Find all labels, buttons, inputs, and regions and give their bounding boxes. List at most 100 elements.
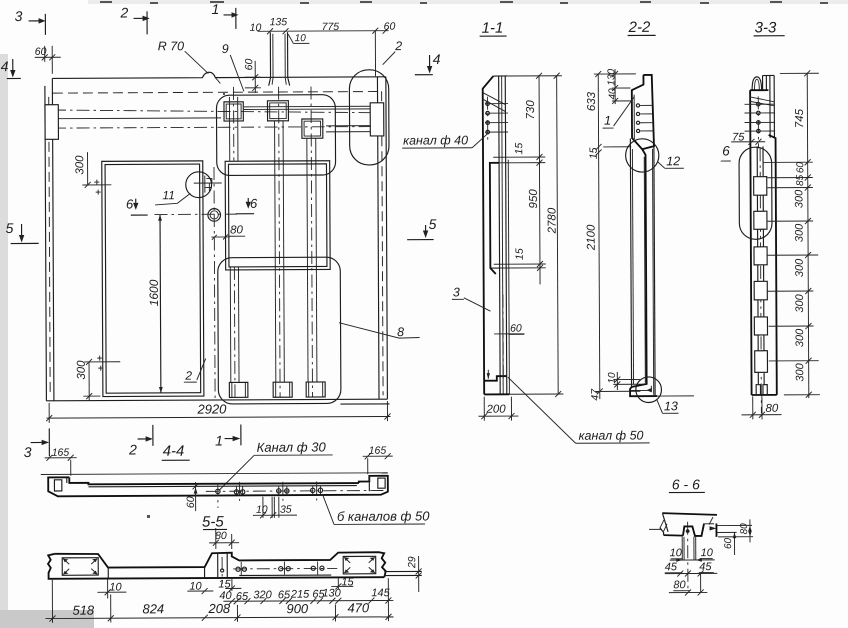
svg-text:165: 165 <box>52 447 70 459</box>
svg-text:R 70: R 70 <box>158 39 185 53</box>
svg-text:950: 950 <box>528 189 540 209</box>
svg-text:300: 300 <box>76 360 88 380</box>
svg-text:2100: 2100 <box>586 224 598 251</box>
svg-text:10: 10 <box>701 547 714 559</box>
svg-text:470: 470 <box>347 600 370 615</box>
svg-text:85: 85 <box>795 174 806 186</box>
svg-text:165: 165 <box>369 445 387 457</box>
svg-text:6: 6 <box>126 196 134 211</box>
svg-text:824: 824 <box>142 601 164 616</box>
svg-text:145: 145 <box>371 587 390 599</box>
svg-text:300: 300 <box>794 328 806 347</box>
svg-text:1: 1 <box>211 1 219 17</box>
svg-text:130: 130 <box>322 587 341 599</box>
svg-text:300: 300 <box>74 155 86 175</box>
svg-text:10: 10 <box>189 581 202 593</box>
svg-text:300: 300 <box>794 258 806 277</box>
svg-text:15: 15 <box>341 576 354 588</box>
svg-text:3: 3 <box>14 8 22 24</box>
svg-text:2: 2 <box>184 369 192 383</box>
svg-text:10: 10 <box>607 372 618 384</box>
svg-text:1-1: 1-1 <box>482 20 504 37</box>
svg-text:60: 60 <box>795 162 806 174</box>
svg-text:215: 215 <box>290 589 310 601</box>
svg-text:65: 65 <box>236 591 249 603</box>
svg-text:633: 633 <box>586 91 598 111</box>
svg-text:4: 4 <box>1 58 9 74</box>
svg-text:208: 208 <box>207 601 231 616</box>
svg-text:730: 730 <box>525 100 537 120</box>
svg-text:1: 1 <box>215 432 223 448</box>
svg-text:65: 65 <box>278 589 291 601</box>
svg-text:5: 5 <box>429 216 437 232</box>
svg-text:8: 8 <box>397 325 404 339</box>
svg-text:15: 15 <box>218 578 231 590</box>
svg-text:10: 10 <box>670 547 683 559</box>
svg-text:75: 75 <box>732 131 745 143</box>
svg-text:80: 80 <box>739 523 750 535</box>
svg-text:5-5: 5-5 <box>202 513 224 530</box>
svg-text:47: 47 <box>589 388 601 401</box>
svg-text:900: 900 <box>286 601 309 616</box>
svg-text:2-2: 2-2 <box>628 19 651 36</box>
svg-text:60: 60 <box>243 58 255 70</box>
svg-text:60: 60 <box>510 323 522 335</box>
svg-text:15: 15 <box>588 147 600 159</box>
svg-text:10: 10 <box>109 581 122 593</box>
svg-text:135: 135 <box>270 16 288 28</box>
svg-text:2780: 2780 <box>546 207 558 234</box>
svg-text:4: 4 <box>433 51 441 67</box>
svg-text:745: 745 <box>794 108 806 128</box>
svg-text:10: 10 <box>295 33 307 44</box>
svg-text:65: 65 <box>312 588 325 600</box>
svg-text:45: 45 <box>699 561 712 573</box>
svg-text:2: 2 <box>119 4 128 20</box>
svg-text:5: 5 <box>6 220 14 236</box>
svg-text:300: 300 <box>793 189 805 208</box>
svg-text:80: 80 <box>230 224 243 236</box>
svg-text:10: 10 <box>250 22 262 34</box>
svg-text:Канал ф 30: Канал ф 30 <box>257 439 327 454</box>
svg-text:300: 300 <box>794 223 806 242</box>
svg-text:29: 29 <box>406 556 418 569</box>
svg-text:б каналов ф 50: б каналов ф 50 <box>337 508 430 523</box>
svg-text:320: 320 <box>253 589 272 601</box>
svg-text:9: 9 <box>222 42 229 56</box>
svg-text:200: 200 <box>485 404 506 416</box>
svg-text:80: 80 <box>765 403 778 415</box>
svg-text:4-4: 4-4 <box>163 443 185 460</box>
svg-text:11: 11 <box>162 188 175 202</box>
svg-text:518: 518 <box>72 603 95 618</box>
svg-text:канал ф 40: канал ф 40 <box>403 133 468 147</box>
svg-text:3-3: 3-3 <box>755 19 777 36</box>
svg-text:3: 3 <box>24 444 32 460</box>
svg-text:45: 45 <box>665 561 678 573</box>
svg-text:40: 40 <box>219 590 232 602</box>
svg-text:6: 6 <box>250 196 258 211</box>
svg-text:10: 10 <box>256 504 268 516</box>
svg-text:80: 80 <box>673 579 686 591</box>
svg-text:15: 15 <box>513 143 525 155</box>
svg-text:13: 13 <box>664 399 678 413</box>
svg-text:канал ф 50: канал ф 50 <box>579 428 644 442</box>
svg-text:6: 6 <box>722 144 730 159</box>
svg-text:775: 775 <box>322 21 340 33</box>
svg-text:40: 40 <box>607 88 618 100</box>
svg-text:80: 80 <box>215 530 227 542</box>
svg-text:1600: 1600 <box>147 279 161 306</box>
svg-text:2: 2 <box>394 39 402 53</box>
svg-text:60: 60 <box>384 21 396 33</box>
svg-text:300: 300 <box>794 293 806 312</box>
svg-text:35: 35 <box>280 504 292 516</box>
svg-text:300: 300 <box>794 362 806 381</box>
svg-text:15: 15 <box>514 248 526 260</box>
svg-text:3: 3 <box>453 285 460 299</box>
svg-text:2: 2 <box>128 441 137 457</box>
svg-text:60: 60 <box>185 496 197 508</box>
svg-text:130: 130 <box>606 68 617 85</box>
svg-text:12: 12 <box>666 154 680 168</box>
svg-text:2920: 2920 <box>196 401 227 416</box>
svg-text:60: 60 <box>723 537 734 549</box>
svg-text:6 - 6: 6 - 6 <box>672 476 700 492</box>
svg-text:1: 1 <box>604 114 611 128</box>
